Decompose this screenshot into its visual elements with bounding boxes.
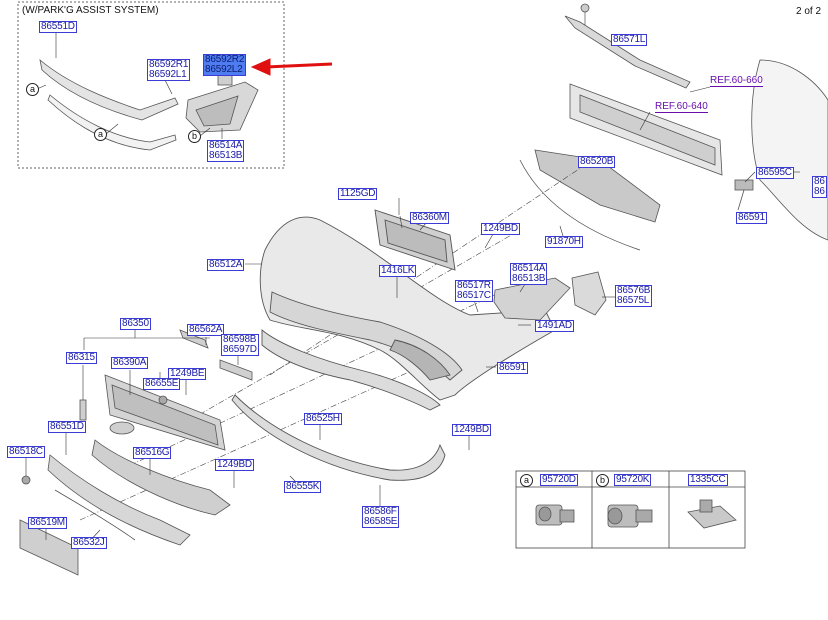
part-86512A[interactable]: 86512A bbox=[207, 259, 245, 271]
bumper-cover-drawing bbox=[259, 209, 556, 411]
callout-a-1: a bbox=[26, 83, 39, 96]
legend-clip bbox=[687, 499, 737, 529]
legend-sensor-a bbox=[535, 504, 575, 526]
legend-sensor-b bbox=[607, 504, 653, 528]
part-86514A-inset[interactable]: 86514A 86513B bbox=[207, 140, 245, 162]
inset-frame bbox=[17, 1, 285, 169]
part-86655E[interactable]: 86655E bbox=[143, 378, 181, 390]
red-arrow bbox=[250, 58, 333, 76]
grille-drawing bbox=[19, 329, 253, 576]
part-1249BD-a[interactable]: 1249BD bbox=[481, 223, 520, 235]
part-86562A[interactable]: 86562A bbox=[187, 324, 225, 336]
part-86598B[interactable]: 86598B 86597D bbox=[221, 334, 259, 356]
part-86532J[interactable]: 86532J bbox=[71, 537, 107, 549]
callout-b: b bbox=[188, 130, 201, 143]
part-86591-mid[interactable]: 86591 bbox=[497, 362, 528, 374]
part-86592R1[interactable]: 86592R1 86592L1 bbox=[147, 59, 191, 81]
upper-right-drawing bbox=[519, 3, 828, 251]
legend-part-1335CC[interactable]: 1335CC bbox=[688, 474, 728, 486]
part-1125GD[interactable]: 1125GD bbox=[338, 188, 378, 200]
inset-title: (W/PARK'G ASSIST SYSTEM) bbox=[22, 5, 159, 16]
part-86525H[interactable]: 86525H bbox=[304, 413, 342, 425]
part-86592R2-highlighted[interactable]: 86592R2 86592L2 bbox=[203, 54, 247, 76]
part-1249BD-b[interactable]: 1249BD bbox=[452, 424, 491, 436]
legend-callout-b: b bbox=[596, 474, 609, 487]
inset-lower-grille-drawing bbox=[39, 58, 179, 151]
legend-part-95720K[interactable]: 95720K bbox=[614, 474, 652, 486]
part-86520B[interactable]: 86520B bbox=[578, 156, 616, 168]
part-86551D-inset[interactable]: 86551D bbox=[39, 21, 77, 33]
part-86519M[interactable]: 86519M bbox=[28, 517, 67, 529]
part-1249BD-c[interactable]: 1249BD bbox=[215, 459, 254, 471]
inset-garnish-drawing bbox=[185, 74, 259, 133]
legend-callout-a: a bbox=[520, 474, 533, 487]
part-86576B[interactable]: 86576B 86575L bbox=[615, 285, 653, 307]
part-1416LK[interactable]: 1416LK bbox=[379, 265, 417, 277]
part-91870H[interactable]: 91870H bbox=[545, 236, 583, 248]
part-86516G[interactable]: 86516G bbox=[133, 447, 172, 459]
legend-part-95720D[interactable]: 95720D bbox=[540, 474, 578, 486]
part-86390A[interactable]: 86390A bbox=[111, 357, 149, 369]
part-86315[interactable]: 86315 bbox=[66, 352, 97, 364]
ref-60-640[interactable]: REF.60-640 bbox=[655, 101, 708, 113]
part-86518C[interactable]: 86518C bbox=[7, 446, 45, 458]
callout-a-2: a bbox=[94, 128, 107, 141]
part-86-edge[interactable]: 86 86 bbox=[812, 176, 827, 198]
part-86360M[interactable]: 86360M bbox=[410, 212, 449, 224]
part-86350[interactable]: 86350 bbox=[120, 318, 151, 330]
page-indicator: 2 of 2 bbox=[796, 6, 822, 17]
legend-table-lines bbox=[515, 470, 746, 549]
part-86571L[interactable]: 86571L bbox=[611, 34, 648, 46]
part-86517R[interactable]: 86517R 86517C bbox=[455, 280, 493, 302]
bumper-lower-lip-drawing bbox=[231, 394, 446, 481]
part-86514A[interactable]: 86514A 86513B bbox=[510, 263, 548, 285]
part-1491AD[interactable]: 1491AD bbox=[535, 320, 574, 332]
part-86595C[interactable]: 86595C bbox=[756, 167, 794, 179]
part-86551D[interactable]: 86551D bbox=[48, 421, 86, 433]
part-1249BE[interactable]: 1249BE bbox=[168, 368, 207, 380]
part-86586F[interactable]: 86586F 86585E bbox=[362, 506, 400, 528]
part-86555K[interactable]: 86555K bbox=[284, 481, 322, 493]
ref-60-660[interactable]: REF.60-660 bbox=[710, 75, 763, 87]
part-86591-top[interactable]: 86591 bbox=[736, 212, 767, 224]
